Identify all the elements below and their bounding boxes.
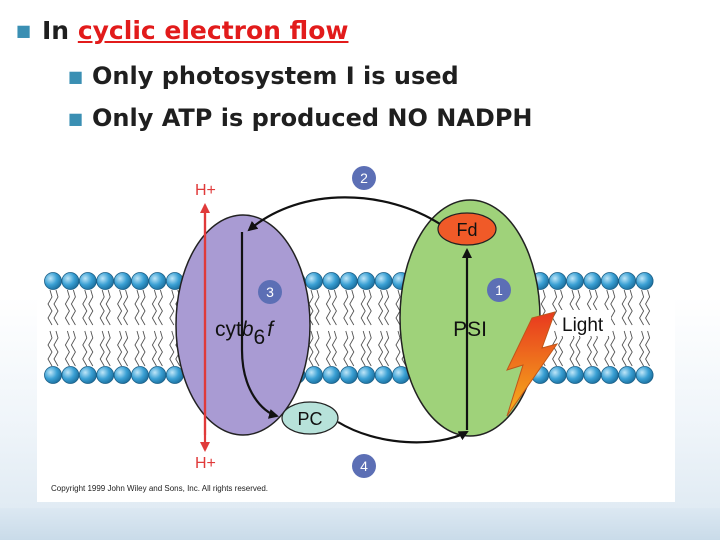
bullet-marker-icon: ■	[68, 109, 84, 128]
lipid-head	[583, 272, 602, 290]
lipid-head	[357, 272, 376, 290]
lipid-head	[113, 366, 132, 384]
step-number: 3	[266, 284, 274, 300]
lipid-head	[131, 366, 149, 384]
lipid-head	[148, 272, 167, 290]
step-badge-1	[487, 278, 511, 302]
copyright-notice: Copyright 1999 John Wiley and Sons, Inc.…	[51, 484, 268, 493]
cyt-b6f-label: cytb6f	[215, 318, 275, 349]
light-label-box	[557, 310, 611, 336]
slide-footer-band	[0, 508, 720, 540]
lipid-head	[339, 272, 358, 290]
step-number: 4	[360, 458, 368, 474]
lipid-head	[113, 272, 132, 290]
step-number: 1	[495, 282, 503, 298]
lipid-head	[305, 366, 323, 384]
plastocyanin	[281, 401, 339, 435]
fd-to-cyt-arrow	[247, 196, 441, 232]
lipid-head	[548, 272, 567, 290]
step-badge-4	[352, 454, 376, 478]
step-badge-2	[352, 166, 376, 190]
lipid-head	[78, 366, 97, 384]
lipid-head	[566, 366, 584, 384]
lipid-head	[618, 272, 637, 290]
lipid-head	[600, 272, 619, 290]
lipid-head	[583, 366, 602, 384]
lipid-head	[61, 272, 80, 290]
cyt-to-pc-arrow	[240, 232, 279, 419]
step-number: 2	[360, 170, 368, 186]
lipid-head	[305, 272, 323, 290]
lipid-head	[339, 366, 358, 384]
light-label: Light	[562, 315, 604, 336]
lipid-head	[374, 366, 393, 384]
h-plus-bottom: H+	[195, 455, 216, 472]
bullet-sub-1: ■ Only photosystem I is used	[68, 62, 459, 90]
lipid-head	[635, 272, 654, 290]
lipid-head	[131, 272, 149, 290]
bullet-main-prefix: In	[42, 16, 78, 45]
lipid-head	[322, 272, 341, 290]
lipid-head	[374, 272, 393, 290]
psi-label: PSI	[453, 318, 487, 341]
pc-to-psi-arrow	[337, 421, 469, 444]
light-bolt-icon	[506, 311, 559, 417]
lipid-head	[44, 272, 62, 290]
lipid-head	[548, 366, 567, 384]
bullet-marker-icon: ■	[16, 21, 32, 40]
diagram-svg: Light Fd PC H+ H+ 2 3 1 4 cytb6f PSI	[44, 166, 654, 478]
cyclic-electron-flow-diagram: Light Fd PC H+ H+ 2 3 1 4 cytb6f PSI Cop…	[37, 150, 675, 502]
bullet-sub-2: ■ Only ATP is produced NO NADPH	[68, 104, 533, 132]
cyclic-electron-flow-link[interactable]: cyclic electron flow	[77, 16, 349, 45]
pc-label: PC	[297, 409, 322, 429]
lipid-head	[635, 366, 654, 384]
lipid-head	[600, 366, 619, 384]
lipid-head	[618, 366, 637, 384]
step-badge-3	[258, 280, 282, 304]
lipid-head	[322, 366, 341, 384]
bullet-sub-text: Only photosystem I is used	[92, 62, 459, 90]
lipid-head	[357, 366, 376, 384]
fd-label: Fd	[456, 220, 477, 240]
lipid-head	[96, 366, 115, 384]
lipid-head	[44, 366, 62, 384]
lipid-head	[78, 272, 97, 290]
ferredoxin	[437, 212, 497, 246]
lipid-head	[148, 366, 167, 384]
bullet-main: ■ In cyclic electron flow	[16, 16, 349, 45]
lipid-head	[566, 272, 584, 290]
lipid-head	[96, 272, 115, 290]
h-plus-top: H+	[195, 182, 216, 199]
lipid-head	[61, 366, 80, 384]
bullet-sub-text: Only ATP is produced NO NADPH	[92, 104, 533, 132]
bullet-marker-icon: ■	[68, 67, 84, 86]
